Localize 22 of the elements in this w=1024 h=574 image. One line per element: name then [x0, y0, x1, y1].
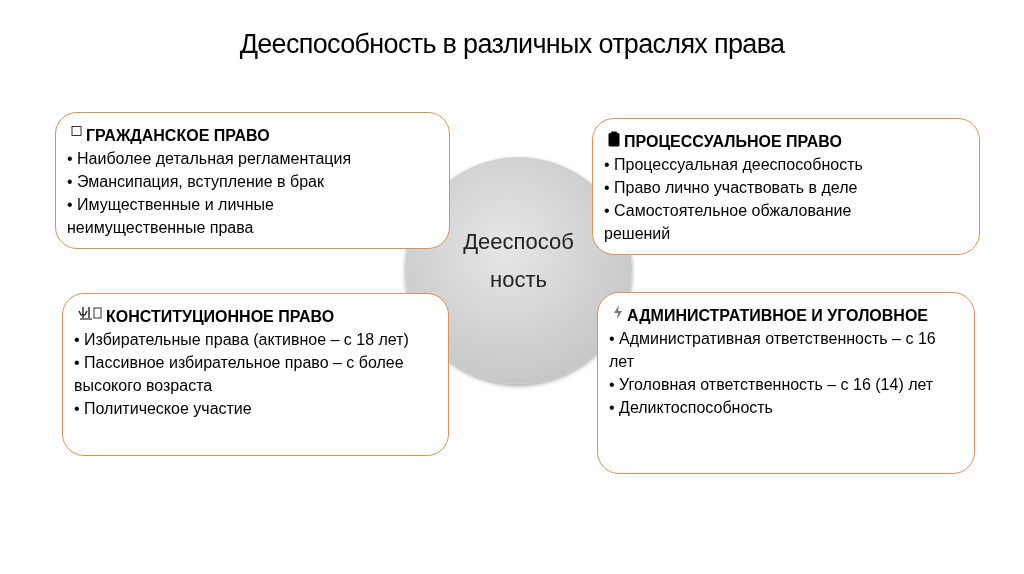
bullet-item: • Деликтоспособность — [609, 398, 774, 418]
bullet-item: • Уголовная ответственность – с 16 (14) лет — [609, 375, 935, 395]
bullet-item: • Имущественные и личные неимущественные права — [67, 195, 275, 238]
card-heading: ГРАЖДАНСКОЕ ПРАВО — [86, 126, 270, 146]
bullet-item: • Избирательные права (активное – с 18 лет) — [74, 330, 410, 350]
circle-label: Дееспособность — [462, 227, 575, 294]
bullet-item: • Право лично участвовать в деле — [604, 178, 859, 198]
card-heading: АДМИНИСТРАТИВНОЕ И УГОЛОВНОЕ — [627, 306, 929, 326]
category-card — [597, 292, 975, 474]
category-card — [62, 293, 449, 456]
card-heading: ПРОЦЕССУАЛЬНОЕ ПРАВО — [624, 132, 842, 152]
card-heading: КОНСТИТУЦИОННОЕ ПРАВО — [106, 307, 335, 327]
bullet-item: • Политическое участие — [74, 399, 253, 419]
bullet-item: • Самостоятельное обжалование решений — [604, 201, 853, 244]
category-card — [592, 118, 980, 255]
category-card — [55, 112, 450, 249]
diagram-title: Дееспособность в различных отраслях права — [239, 28, 785, 61]
bullet-item: • Административная ответственность – с 16 лет — [609, 329, 937, 372]
bullet-item: • Пассивное избирательное право – с более высокого возраста — [74, 353, 405, 396]
bullet-item: • Процессуальная дееспособность — [604, 155, 864, 175]
bullet-item: • Наиболее детальная регламентация — [67, 149, 353, 169]
bullet-item: • Эмансипация, вступление в брак — [67, 172, 325, 192]
